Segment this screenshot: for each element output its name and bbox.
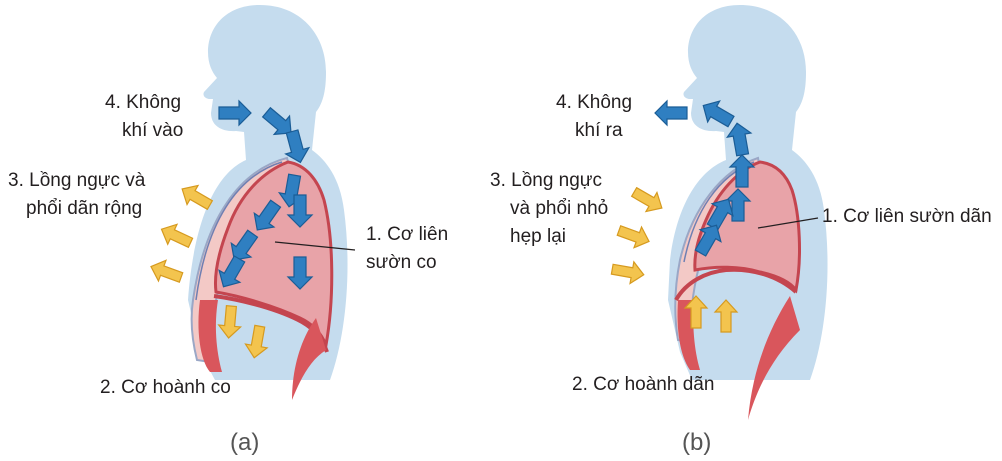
label-intercostal-relax: 1. Cơ liên sườn dãn bbox=[822, 206, 992, 227]
label-diaphragm-contract: 2. Cơ hoành co bbox=[100, 377, 231, 398]
panel-a: 4. Không khí vào 3. Lồng ngực và phổi dã… bbox=[8, 5, 453, 456]
panel-caption-b: (b) bbox=[682, 429, 711, 456]
label-chest-contract: 3. Lồng ngực và phổi nhỏ hẹp lại bbox=[490, 170, 614, 247]
label-air-out: 4. Không khí ra bbox=[556, 92, 637, 141]
label-chest-expand: 3. Lồng ngực và phổi dãn rộng bbox=[8, 170, 151, 219]
label-air-in: 4. Không khí vào bbox=[105, 92, 186, 141]
panel-b: 4. Không khí ra 3. Lồng ngực và phổi nhỏ… bbox=[490, 5, 992, 456]
panel-caption-a: (a) bbox=[230, 429, 259, 456]
label-diaphragm-relax: 2. Cơ hoành dãn bbox=[572, 374, 714, 395]
label-intercostal-contract: 1. Cơ liên sườn co bbox=[366, 224, 453, 273]
